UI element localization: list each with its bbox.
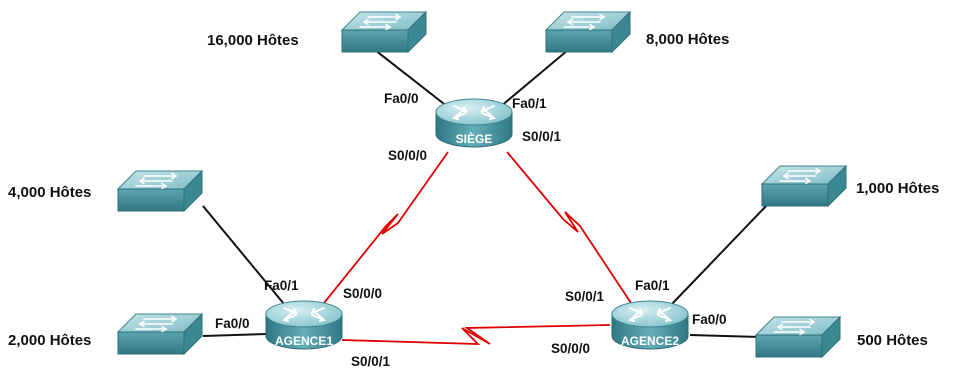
link-agence1-fa01 [202, 205, 285, 305]
router-agence1[interactable]: AGENCE1 [265, 300, 343, 350]
host-count-agence1-lan2: 2,000 Hôtes [8, 332, 91, 349]
port-label-agence1-s001: S0/0/1 [351, 354, 391, 369]
switch-icon [761, 165, 847, 207]
port-label-siege-s001: S0/0/1 [522, 129, 562, 144]
link-agence1-fa00 [202, 333, 267, 337]
router-label-agence1: AGENCE1 [275, 334, 333, 348]
host-count-siege-lan2: 8,000 Hôtes [646, 31, 729, 48]
serial-link-siege-agence1 [323, 151, 449, 304]
link-siege-fa00 [374, 49, 449, 108]
host-count-siege-lan1: 16,000 Hôtes [207, 32, 299, 49]
router-siege[interactable]: SIÈGE [435, 98, 513, 148]
switch-icon [755, 316, 841, 358]
port-label-agence1-fa00: Fa0/0 [215, 316, 250, 331]
switch-icon [545, 11, 631, 53]
port-label-agence2-fa01: Fa0/1 [635, 278, 670, 293]
port-label-siege-fa01: Fa0/1 [512, 96, 547, 111]
link-agence2-fa01 [670, 203, 769, 306]
router-label-siege: SIÈGE [456, 131, 493, 146]
host-count-agence1-lan1: 4,000 Hôtes [8, 184, 91, 201]
serial-links [323, 151, 632, 345]
serial-link-siege-agence2 [506, 151, 632, 304]
switch-icon [117, 313, 203, 355]
switch-icon [117, 170, 203, 212]
port-label-agence2-s000: S0/0/0 [551, 341, 590, 356]
port-label-agence1-fa01: Fa0/1 [264, 278, 299, 293]
router-label-agence2: AGENCE2 [621, 334, 679, 348]
link-agence2-fa00 [689, 334, 761, 338]
host-count-agence2-lan2: 500 Hôtes [857, 332, 928, 349]
host-count-agence2-lan1: 1,000 Hôtes [856, 180, 939, 197]
ethernet-links [202, 49, 769, 338]
port-label-siege-s000: S0/0/0 [388, 148, 427, 163]
serial-link-agence1-agence2 [341, 324, 611, 345]
switch-icon [341, 11, 427, 53]
port-label-agence1-s000: S0/0/0 [343, 286, 382, 301]
router-agence2[interactable]: AGENCE2 [611, 300, 689, 350]
port-label-agence2-fa00: Fa0/0 [692, 312, 727, 327]
port-label-siege-fa00: Fa0/0 [384, 91, 419, 106]
port-label-agence2-s001: S0/0/1 [565, 289, 605, 304]
link-siege-fa01 [499, 49, 569, 108]
